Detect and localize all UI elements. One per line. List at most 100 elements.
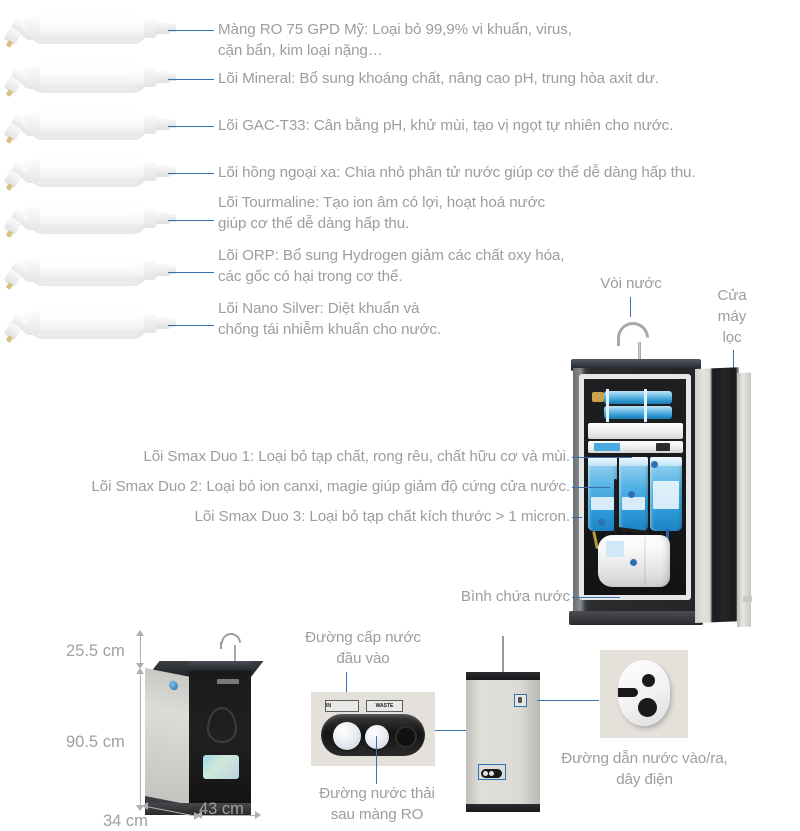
dim-label-top-height: 25.5 cm xyxy=(66,642,125,660)
dim-line-body-height xyxy=(140,672,141,810)
dim-faucet-spout xyxy=(220,642,222,649)
rear-port-panel[interactable] xyxy=(478,764,506,780)
ro-membrane-tube-1 xyxy=(604,391,672,404)
leader-line-faucet xyxy=(630,297,632,317)
dim-machine-side xyxy=(145,668,191,809)
callout-waste: Đường nước thải sau màng RO xyxy=(319,785,435,823)
dim-machine-water-drop-icon xyxy=(207,707,237,743)
rear-power-socket[interactable] xyxy=(514,694,527,707)
smax-duo-filter-3 xyxy=(650,457,682,531)
filter-cartridge-gac-t33 xyxy=(2,104,176,148)
tank-seam xyxy=(644,537,646,585)
manifold-bar xyxy=(588,423,683,439)
filter-label-tourmaline: Lõi Tourmaline: Tạo ion âm có lợi, hoạt … xyxy=(218,194,545,232)
socket-plate xyxy=(618,660,670,726)
callout-smax-duo-2: Lõi Smax Duo 2: Loại bỏ ion canxi, magie… xyxy=(91,478,570,495)
callout-door: Cửa máy lọc xyxy=(717,287,747,346)
leader-line-nano-silver xyxy=(168,325,214,327)
leader-line-ro xyxy=(168,30,214,32)
manifold-sticker-dark xyxy=(656,443,670,451)
leader-line-tourmaline xyxy=(168,220,214,222)
machine-base xyxy=(569,611,703,625)
cartridge-body xyxy=(28,13,148,44)
port-tag-waste: WASTE xyxy=(366,700,403,712)
smax-duo-filter-1 xyxy=(588,457,617,531)
dim-arrow-top-up xyxy=(136,630,144,636)
callout-faucet: Vòi nước xyxy=(600,275,662,292)
port-plate xyxy=(321,714,425,756)
socket-hole-small xyxy=(642,674,655,687)
dim-label-depth: 34 cm xyxy=(103,812,148,830)
dim-arrow-body-up xyxy=(136,668,144,674)
filter-label-mineral: Lõi Mineral: Bổ sung khoáng chất, nâng c… xyxy=(218,70,660,87)
cartridge-right-cap xyxy=(144,19,157,38)
callout-dot-tank xyxy=(630,559,637,566)
pump-fitting xyxy=(592,392,604,402)
rear-port-panel-inner xyxy=(481,769,502,778)
leader-line-tank xyxy=(572,597,620,599)
wall-socket-photo xyxy=(600,650,688,738)
callout-inlet: Đường cấp nước đầu vào xyxy=(305,629,421,667)
ro-clamp-right xyxy=(644,389,647,422)
dim-arrow-depth-left xyxy=(142,802,148,810)
wire-black-1 xyxy=(614,479,617,534)
ro-clamp-left xyxy=(606,389,609,422)
machine-door-edge xyxy=(737,372,751,627)
filter-cartridge-mineral xyxy=(2,57,176,101)
rear-water-tube xyxy=(502,636,504,676)
socket-notch xyxy=(618,688,638,697)
inlet-waste-port-photo: IN WASTE xyxy=(311,692,435,766)
cartridge-nozzle xyxy=(155,22,170,34)
tank-label xyxy=(606,541,624,557)
callout-smax-duo-3: Lõi Smax Duo 3: Loại bỏ tạp chất kích th… xyxy=(194,508,570,525)
rear-body-panel xyxy=(466,676,540,808)
cartridge-left-cap xyxy=(22,17,40,40)
ro-membrane-tube-2 xyxy=(604,406,672,419)
machine-door-panel[interactable] xyxy=(695,367,739,623)
dim-line-width xyxy=(200,815,258,816)
filter-cartridge-orp xyxy=(2,250,176,294)
leader-line-orp xyxy=(168,272,214,274)
filter-label-ro: Màng RO 75 GPD Mỹ: Loại bỏ 99,9% vi khuẩ… xyxy=(218,21,572,59)
leader-line-mineral xyxy=(168,79,214,81)
callout-smax-duo-1: Lõi Smax Duo 1: Loại bỏ tạp chất, rong r… xyxy=(143,448,570,465)
machine-rear-view xyxy=(466,636,540,816)
filter-label-orp: Lõi ORP: Bổ sung Hydrogen giảm các chất … xyxy=(218,247,565,285)
filter-cartridge-nano-silver xyxy=(2,303,176,347)
filter-cartridge-ro xyxy=(2,8,176,52)
dim-arrow-top-down xyxy=(136,663,144,669)
dim-label-width: 43 cm xyxy=(199,800,244,818)
leader-line-gac-t33 xyxy=(168,126,214,128)
leader-line-socket xyxy=(537,700,599,702)
filter-label-nano-silver: Lõi Nano Silver: Diệt khuẩn và chống tái… xyxy=(218,300,442,338)
leader-line-waste xyxy=(376,736,378,784)
inlet-port[interactable] xyxy=(333,722,361,750)
leader-line-duo-2 xyxy=(572,487,610,489)
port-tag-in: IN xyxy=(325,700,359,712)
manifold-sticker-blue xyxy=(594,443,620,451)
dim-machine-badge xyxy=(203,755,239,779)
faucet-spout xyxy=(617,336,620,346)
dim-faucet-stem xyxy=(234,645,236,667)
dim-label-body-height: 90.5 cm xyxy=(66,733,125,751)
dim-machine-logo xyxy=(217,679,239,684)
door-logo xyxy=(743,595,752,603)
filter-label-gac-t33: Lõi GAC-T33: Cân bằng pH, khử mùi, tạo v… xyxy=(218,117,674,134)
cartridge-brass-tip xyxy=(5,40,14,48)
dim-line-top-height xyxy=(140,634,141,668)
leader-line-duo-3 xyxy=(572,517,582,519)
callout-dot-duo-1 xyxy=(651,461,658,468)
callout-dot-duo-3 xyxy=(598,519,605,526)
dim-machine-top xyxy=(189,661,251,671)
callout-power: Đường dẫn nước vào/ra, dây điện xyxy=(561,750,728,788)
leader-line-duo-1 xyxy=(572,457,632,459)
filter-cartridge-hong-ngoai-xa xyxy=(2,151,176,195)
port-spare-hole xyxy=(395,726,417,748)
dim-arrow-width-right xyxy=(255,811,261,819)
callout-tank: Bình chứa nước xyxy=(460,588,570,605)
leader-line-hong-ngoai-xa xyxy=(168,173,214,175)
filter-label-hong-ngoai-xa: Lõi hồng ngoại xa: Chia nhỏ phân tử nước… xyxy=(218,164,696,181)
dim-arrow-width-left xyxy=(196,811,202,819)
rear-top-strip xyxy=(466,672,540,680)
